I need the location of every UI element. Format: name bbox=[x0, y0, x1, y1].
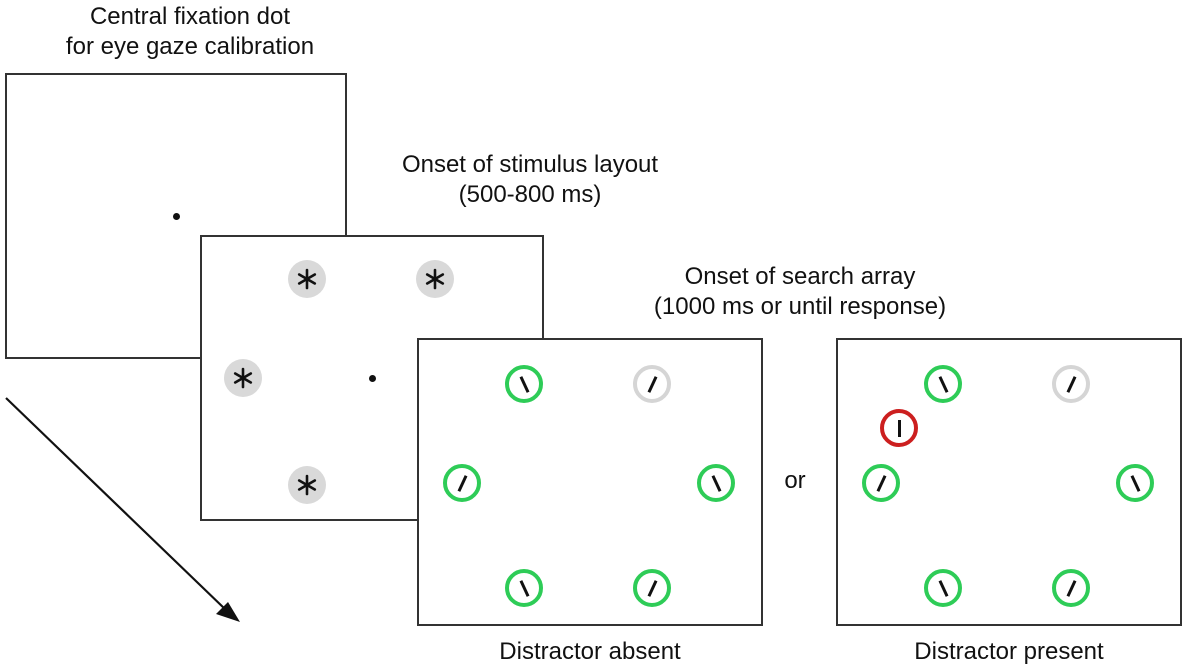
neutral-ring bbox=[633, 365, 671, 403]
stimulus-layout-label: Onset of stimulus layout (500-800 ms) bbox=[365, 150, 695, 210]
asterisk-icon bbox=[297, 474, 317, 496]
fixation-dot bbox=[173, 213, 180, 220]
target-ring bbox=[924, 365, 962, 403]
placeholder-top-right bbox=[416, 260, 454, 298]
placeholder-top-left bbox=[288, 260, 326, 298]
stimulus-layout-screen bbox=[200, 235, 544, 521]
stimulus-layout-label-line-2: (500-800 ms) bbox=[458, 181, 602, 208]
placeholder-bottom-left bbox=[288, 466, 326, 504]
fixation-dot bbox=[369, 375, 376, 382]
asterisk-icon bbox=[297, 268, 317, 290]
stimulus-layout-label-line-1: Onset of stimulus layout bbox=[401, 151, 659, 178]
target-ring bbox=[1116, 464, 1154, 502]
asterisk-icon bbox=[425, 268, 445, 290]
target-ring bbox=[697, 464, 735, 502]
fixation-label: Central fixation dot for eye gaze calibr… bbox=[20, 2, 360, 62]
search-array-absent-screen bbox=[417, 338, 763, 626]
distractor-absent-label: Distractor absent bbox=[499, 638, 681, 665]
fixation-label-line-1: Central fixation dot bbox=[89, 3, 291, 30]
asterisk-icon bbox=[233, 367, 253, 389]
search-array-present-screen bbox=[836, 338, 1182, 626]
target-ring bbox=[924, 569, 962, 607]
neutral-ring bbox=[1052, 365, 1090, 403]
target-ring bbox=[443, 464, 481, 502]
target-ring bbox=[633, 569, 671, 607]
target-ring bbox=[1052, 569, 1090, 607]
or-label: or bbox=[784, 467, 806, 494]
target-ring bbox=[862, 464, 900, 502]
distractor-present-label: Distractor present bbox=[914, 638, 1104, 665]
distractor-ring bbox=[880, 409, 918, 447]
target-ring bbox=[505, 569, 543, 607]
target-ring bbox=[505, 365, 543, 403]
search-array-label: Onset of search array (1000 ms or until … bbox=[620, 262, 980, 322]
fixation-label-line-2: for eye gaze calibration bbox=[65, 33, 315, 60]
placeholder-left bbox=[224, 359, 262, 397]
time-arrow-icon bbox=[5, 397, 240, 622]
search-array-label-line-2: (1000 ms or until response) bbox=[653, 293, 947, 320]
search-array-label-line-1: Onset of search array bbox=[684, 263, 916, 290]
